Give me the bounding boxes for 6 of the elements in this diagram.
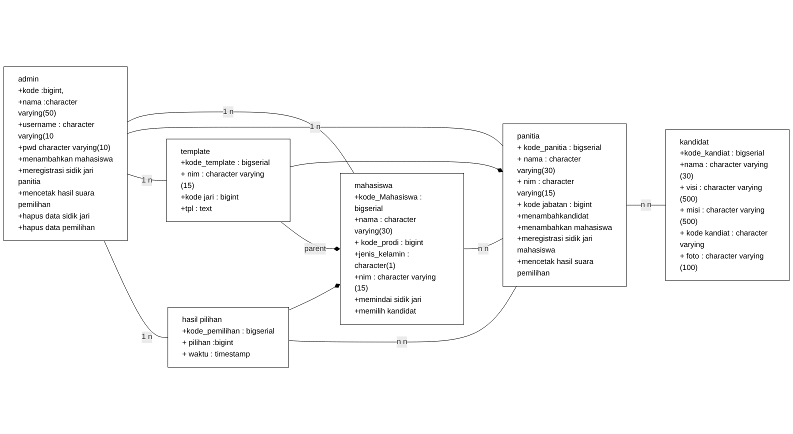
connector xyxy=(288,286,517,342)
connector xyxy=(127,126,504,146)
connector xyxy=(127,112,354,174)
connector xyxy=(464,238,504,250)
connector xyxy=(626,204,666,206)
connector xyxy=(104,240,168,338)
